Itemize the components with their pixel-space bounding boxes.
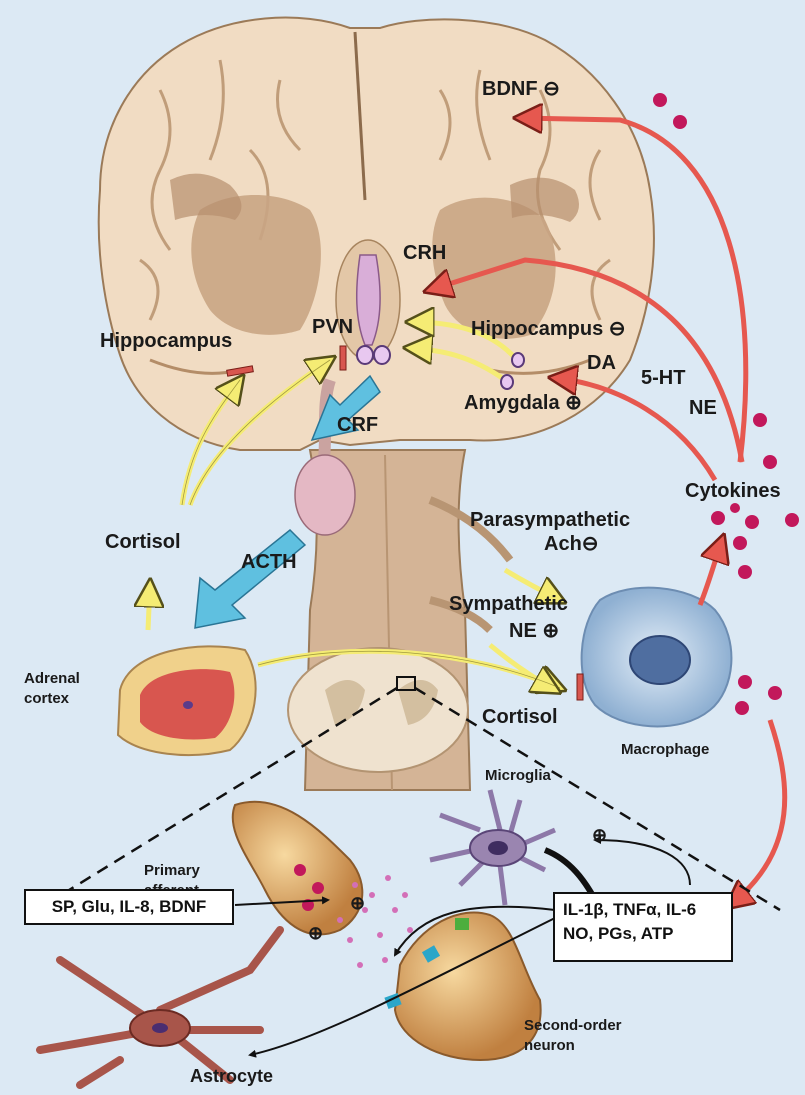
five-ht-label: 5-HT [641, 367, 685, 390]
adrenal-label-line2: cortex [24, 690, 69, 707]
cytokine-box-line2: NO, PGs, ATP [555, 920, 731, 944]
cortisol-left-label: Cortisol [105, 531, 181, 554]
astrocyte-label: Astrocyte [190, 1066, 273, 1087]
microglia-cell [430, 790, 555, 905]
cytokines-label: Cytokines [685, 480, 781, 503]
hippocampus-right-label: Hippocampus ⊖ [471, 318, 626, 341]
amygdala-label: Amygdala ⊕ [464, 392, 582, 415]
second-order-line1: Second-order [524, 1017, 622, 1034]
cortisol-bottom-label: Cortisol [482, 706, 558, 729]
receptor-macrophage [577, 674, 583, 700]
macrophage-label: Macrophage [621, 741, 709, 758]
ne-top-label: NE [689, 397, 717, 420]
hippocampus-left-label: Hippocampus [100, 330, 232, 353]
acth-label: ACTH [241, 551, 297, 574]
sympathetic-label: Sympathetic [449, 593, 568, 616]
da-label: DA [587, 352, 616, 375]
mediators-box: SP, Glu, IL-8, BDNF [24, 889, 234, 925]
parasympathetic-label: Parasympathetic [470, 509, 630, 532]
receptor-pvn [340, 346, 346, 370]
crh-label: CRH [403, 242, 446, 265]
adrenal-label-line1: Adrenal [24, 670, 80, 687]
microglia-label: Microglia [485, 767, 551, 784]
second-order-line2: neuron [524, 1037, 575, 1054]
astrocyte-cell [40, 930, 280, 1085]
ach-label: Ach⊖ [544, 533, 599, 556]
primary-afferent-line1: Primary [144, 862, 200, 879]
plus-symbol-microglia: ⊕ [592, 825, 607, 846]
pvn-label: PVN [312, 316, 353, 339]
bdnf-label: BDNF ⊖ [482, 78, 560, 101]
cytokine-box-line1: IL-1β, TNFα, IL-6 [555, 894, 731, 920]
adrenal-cortex [118, 646, 256, 755]
crf-label: CRF [337, 414, 378, 437]
cytokine-mediators-box: IL-1β, TNFα, IL-6 NO, PGs, ATP [553, 892, 733, 962]
ne-sympathetic-label: NE ⊕ [509, 620, 559, 643]
plus-symbol-left: ⊕ [308, 923, 323, 944]
acth-arrow [195, 530, 305, 628]
receptor-green [455, 918, 469, 930]
plus-symbol-afferent: ⊕ [350, 893, 365, 914]
macrophage-cell [582, 588, 732, 727]
